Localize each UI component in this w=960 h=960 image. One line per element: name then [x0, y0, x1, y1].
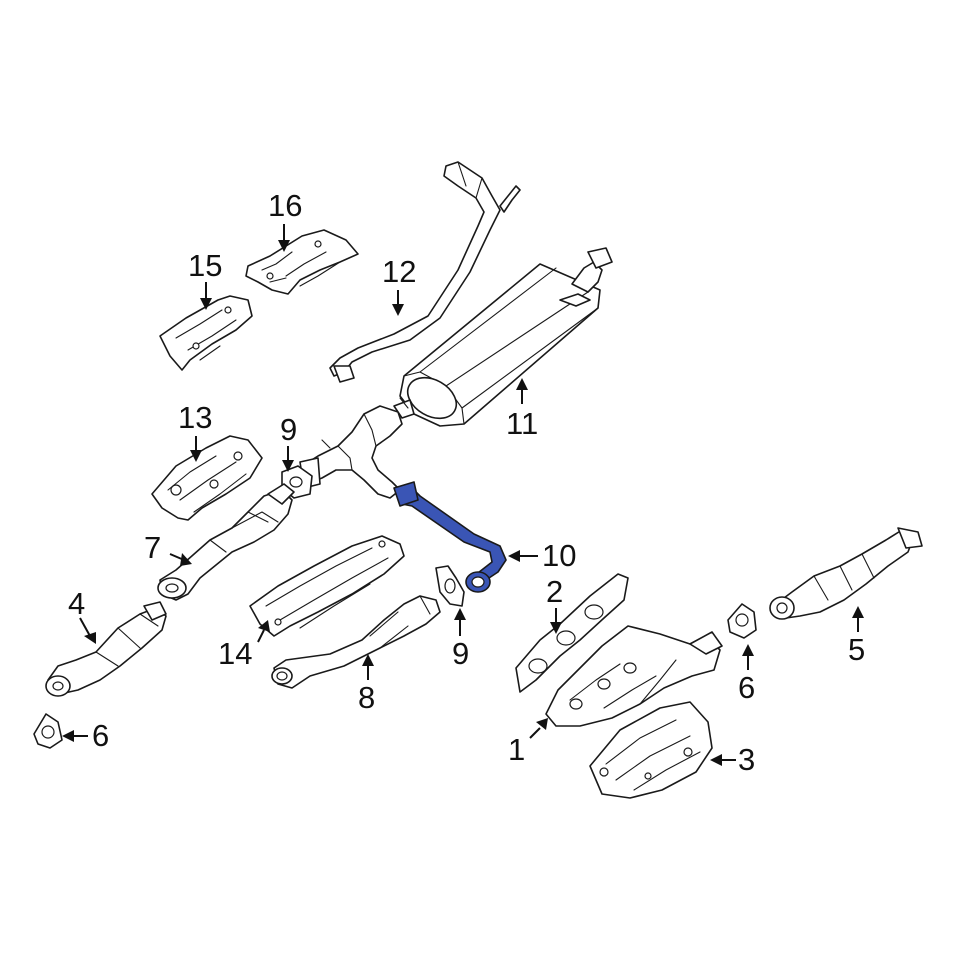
- part-15-heat-shield[interactable]: [159, 295, 253, 371]
- part-16-heat-shield[interactable]: [245, 229, 359, 295]
- callout-labels: 16 15 12 11 13 9 10 7 4 6 14 9 8 2 1 3 6…: [68, 188, 865, 777]
- part-3-manifold-heat-shield[interactable]: [589, 701, 713, 799]
- callout-6-left[interactable]: 6: [92, 718, 109, 753]
- part-12-tail-pipe[interactable]: [329, 161, 521, 383]
- part-5-catalytic-converter[interactable]: [769, 527, 923, 620]
- callout-9-lower[interactable]: 9: [452, 636, 469, 671]
- callout-13[interactable]: 13: [178, 400, 212, 435]
- callout-12[interactable]: 12: [382, 254, 416, 289]
- callout-5[interactable]: 5: [848, 632, 865, 667]
- callout-10[interactable]: 10: [542, 538, 576, 573]
- part-13-heat-shield[interactable]: [151, 435, 263, 521]
- callout-arrows: [62, 224, 864, 766]
- callout-8[interactable]: 8: [358, 680, 375, 715]
- callout-14[interactable]: 14: [218, 636, 252, 671]
- part-7-catalytic-converter[interactable]: [157, 483, 295, 601]
- y-pipe-assembly[interactable]: [299, 397, 415, 499]
- part-6-gasket-left[interactable]: [33, 713, 63, 749]
- part-6-gasket-right[interactable]: [727, 603, 757, 639]
- callout-3[interactable]: 3: [738, 742, 755, 777]
- callout-6-right[interactable]: 6: [738, 670, 755, 705]
- part-10-front-pipe-highlighted[interactable]: [393, 481, 507, 593]
- part-8-catalytic-converter[interactable]: [271, 595, 441, 689]
- part-9-gasket-lower[interactable]: [435, 565, 465, 607]
- part-11-muffler[interactable]: [399, 247, 613, 427]
- callout-7[interactable]: 7: [144, 530, 161, 565]
- callout-15[interactable]: 15: [188, 248, 222, 283]
- callout-16[interactable]: 16: [268, 188, 302, 223]
- callout-2[interactable]: 2: [546, 574, 563, 609]
- callout-11[interactable]: 11: [506, 406, 538, 441]
- callout-9-upper[interactable]: 9: [280, 412, 297, 447]
- part-14-heat-shield[interactable]: [249, 535, 405, 637]
- part-4-catalytic-converter[interactable]: [45, 601, 167, 697]
- part-1-exhaust-manifold[interactable]: [545, 625, 723, 727]
- callout-1[interactable]: 1: [508, 732, 525, 767]
- callout-4[interactable]: 4: [68, 586, 85, 621]
